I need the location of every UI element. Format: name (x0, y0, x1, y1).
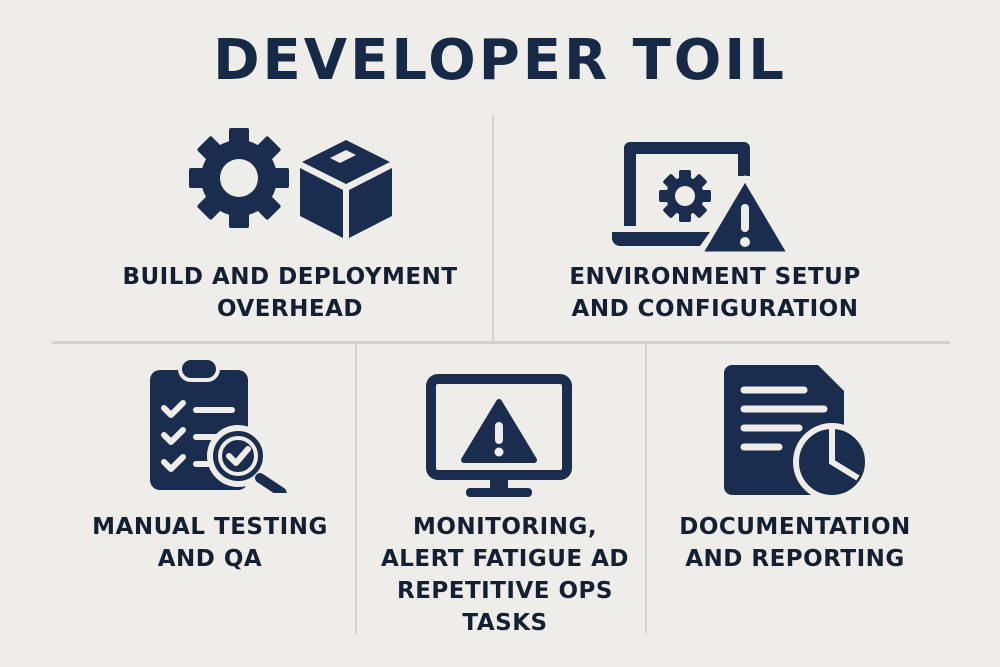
divider-top-vertical (492, 115, 494, 341)
page-title: DEVELOPER TOIL (213, 28, 787, 93)
monitor-warning-icon (426, 374, 572, 497)
gear-icon (189, 128, 289, 228)
section-label-build: BUILD AND DEPLOYMENT OVERHEAD (122, 264, 458, 322)
divider-bottom-right (645, 344, 647, 634)
section-label-documentation: DOCUMENTATION AND REPORTING (679, 514, 911, 572)
document-pie-chart-icon (724, 365, 871, 495)
section-label-testing: MANUAL TESTING AND QA (92, 514, 328, 572)
divider-bottom-left (355, 344, 357, 634)
clipboard-checklist-magnifier-icon (150, 358, 287, 493)
section-label-monitoring: MONITORING, ALERT FATIGUE AD REPETITIVE … (380, 514, 630, 636)
box-icon (300, 140, 392, 238)
divider-horizontal (52, 341, 950, 344)
section-label-environment: ENVIRONMENT SETUP AND CONFIGURATION (569, 264, 861, 322)
laptop-gear-warning-icon (612, 142, 792, 256)
